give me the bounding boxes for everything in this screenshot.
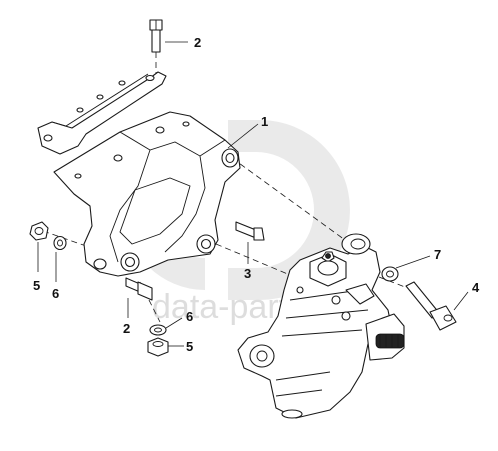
callout-3: 3: [244, 266, 251, 281]
washer-7: [381, 266, 399, 282]
callout-6-bottom: 6: [186, 309, 193, 324]
callouts: 2 1 3 5 6 2 6 5 7 4: [33, 35, 480, 354]
steering-gear: [237, 233, 405, 419]
bolt-bottom: [125, 277, 153, 301]
callout-4: 4: [472, 280, 480, 295]
callout-2-bottom: 2: [123, 321, 130, 336]
bolt-top: [149, 19, 163, 53]
callout-1: 1: [261, 114, 268, 129]
main-bracket: [53, 111, 241, 277]
callout-5-left: 5: [33, 278, 40, 293]
callout-7: 7: [434, 247, 441, 262]
leader-lines: [37, 41, 469, 347]
washer-bottom: [149, 324, 167, 336]
bolt-3: [235, 221, 265, 241]
washer-left: [53, 235, 67, 251]
nut-left: [29, 221, 49, 241]
callout-2-top: 2: [194, 35, 201, 50]
nut-bottom: [147, 337, 169, 357]
callout-6-left: 6: [52, 286, 59, 301]
bolt-4: [405, 281, 457, 331]
callout-5-bottom: 5: [186, 339, 193, 354]
bracket-plate: [37, 71, 167, 155]
